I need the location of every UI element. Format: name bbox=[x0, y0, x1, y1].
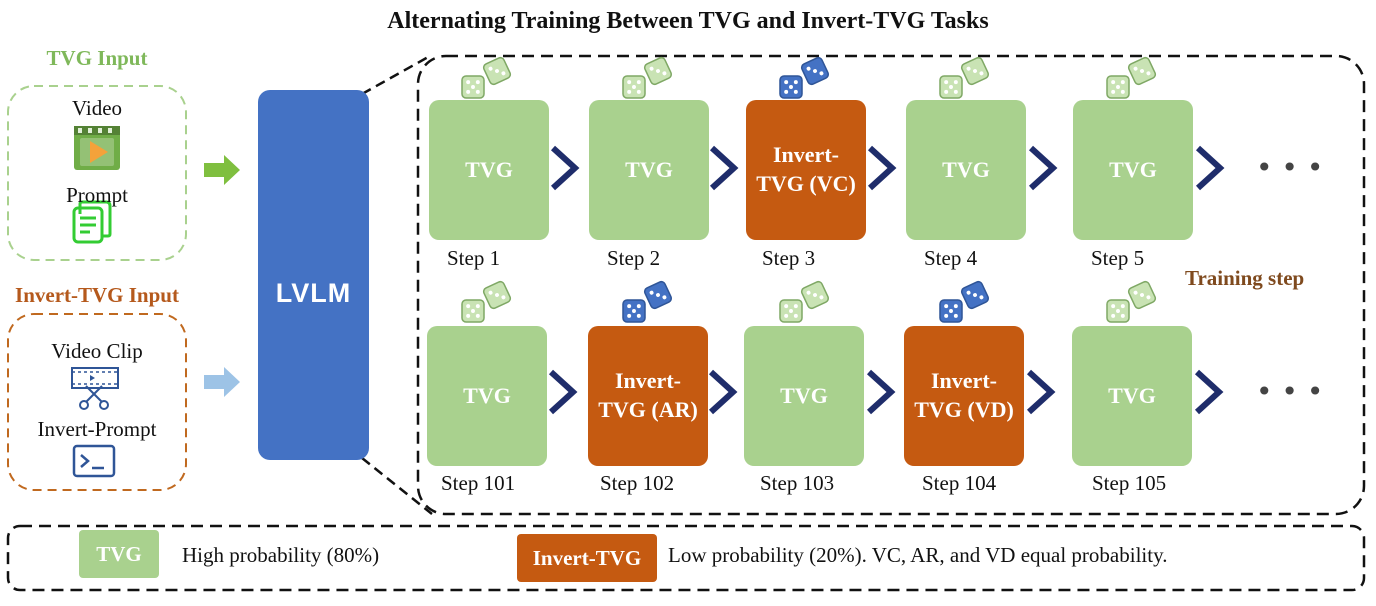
legend-tvg-chip: TVG bbox=[79, 530, 159, 578]
chevron-right-icon bbox=[548, 369, 578, 415]
step-box: TVG bbox=[744, 326, 864, 466]
step-box: Invert-TVG (VD) bbox=[904, 326, 1024, 466]
step-box: TVG bbox=[1072, 326, 1192, 466]
step-box: TVG bbox=[427, 326, 547, 466]
dice-group bbox=[461, 56, 1157, 323]
dice-icon bbox=[960, 280, 990, 310]
zoom-line-top bbox=[361, 54, 431, 96]
invert-prompt-label: Invert-Prompt bbox=[37, 417, 157, 441]
document-copy-icon bbox=[72, 200, 112, 244]
film-scissors-icon bbox=[71, 367, 119, 410]
step-label: Step 2 bbox=[607, 246, 661, 270]
dice-icon bbox=[1106, 75, 1130, 99]
step-box: TVG bbox=[906, 100, 1026, 240]
dice-icon bbox=[779, 299, 803, 323]
video-label: Video bbox=[71, 96, 123, 120]
step-box: Invert-TVG (AR) bbox=[588, 326, 708, 466]
chevron-right-icon bbox=[709, 145, 739, 191]
step-box: TVG bbox=[1073, 100, 1193, 240]
video-clip-label: Video Clip bbox=[51, 339, 143, 363]
chevron-right-icon bbox=[867, 145, 897, 191]
diagram-title: Alternating Training Between TVG and Inv… bbox=[387, 8, 989, 34]
dice-icon bbox=[939, 75, 963, 99]
chevron-right-icon bbox=[1194, 369, 1224, 415]
dice-icon bbox=[643, 280, 673, 310]
chevron-right-icon bbox=[708, 369, 738, 415]
tvg-input-title: TVG Input bbox=[46, 46, 148, 70]
chevron-right-icon bbox=[1028, 145, 1058, 191]
tvg-input-arrow bbox=[204, 155, 240, 185]
dice-icon bbox=[800, 280, 830, 310]
chevron-right-icon bbox=[550, 145, 580, 191]
legend-invert-chip: Invert-TVG bbox=[517, 534, 657, 582]
dice-icon bbox=[939, 299, 963, 323]
step-box: Invert-TVG (VC) bbox=[746, 100, 866, 240]
dice-icon bbox=[1127, 56, 1157, 86]
zoom-line-bottom bbox=[361, 457, 433, 515]
dice-icon bbox=[482, 56, 512, 86]
dice-icon bbox=[779, 75, 803, 99]
lvlm-label: LVLM bbox=[275, 278, 352, 308]
dice-icon bbox=[643, 56, 673, 86]
dice-icon bbox=[461, 75, 485, 99]
dice-icon bbox=[461, 299, 485, 323]
legend-invert-desc: Low probability (20%). VC, AR, and VD eq… bbox=[668, 543, 1168, 567]
tvg-input-frame bbox=[7, 85, 187, 261]
invert-input-frame bbox=[7, 313, 187, 491]
dice-icon bbox=[482, 280, 512, 310]
chevron-right-icon bbox=[1026, 369, 1056, 415]
step-box: TVG bbox=[589, 100, 709, 240]
step-label: Step 1 bbox=[447, 246, 501, 270]
ellipsis: • • • bbox=[1256, 151, 1323, 184]
training-step-label: Training step bbox=[1185, 266, 1305, 290]
terminal-icon bbox=[72, 444, 116, 478]
chevron-right-icon bbox=[1195, 145, 1225, 191]
step-label: Step 4 bbox=[924, 246, 978, 270]
invert-input-title: Invert-TVG Input bbox=[15, 283, 179, 307]
invert-input-arrow bbox=[204, 367, 240, 397]
step-label: Step 102 bbox=[600, 471, 675, 495]
prompt-label: Prompt bbox=[66, 183, 128, 207]
dice-icon bbox=[1106, 299, 1130, 323]
legend-frame bbox=[6, 524, 1366, 592]
lvlm-model-block bbox=[258, 90, 369, 460]
step-label: Step 104 bbox=[922, 471, 997, 495]
dice-icon bbox=[800, 56, 830, 86]
step-label: Step 5 bbox=[1091, 246, 1145, 270]
dice-icon bbox=[622, 299, 646, 323]
legend-tvg-desc: High probability (80%) bbox=[182, 543, 380, 567]
dice-icon bbox=[622, 75, 646, 99]
chevron-arrows: • • • • • • bbox=[548, 145, 1323, 415]
chevron-right-icon bbox=[866, 369, 896, 415]
step-label: Step 3 bbox=[762, 246, 816, 270]
step-label: Step 105 bbox=[1092, 471, 1167, 495]
dice-icon bbox=[960, 56, 990, 86]
steps-frame bbox=[416, 54, 1366, 516]
step-label: Step 103 bbox=[760, 471, 835, 495]
step-label: Step 101 bbox=[441, 471, 516, 495]
video-play-icon bbox=[74, 126, 120, 170]
step-box: TVG bbox=[429, 100, 549, 240]
ellipsis: • • • bbox=[1256, 375, 1323, 408]
dice-icon bbox=[1127, 280, 1157, 310]
